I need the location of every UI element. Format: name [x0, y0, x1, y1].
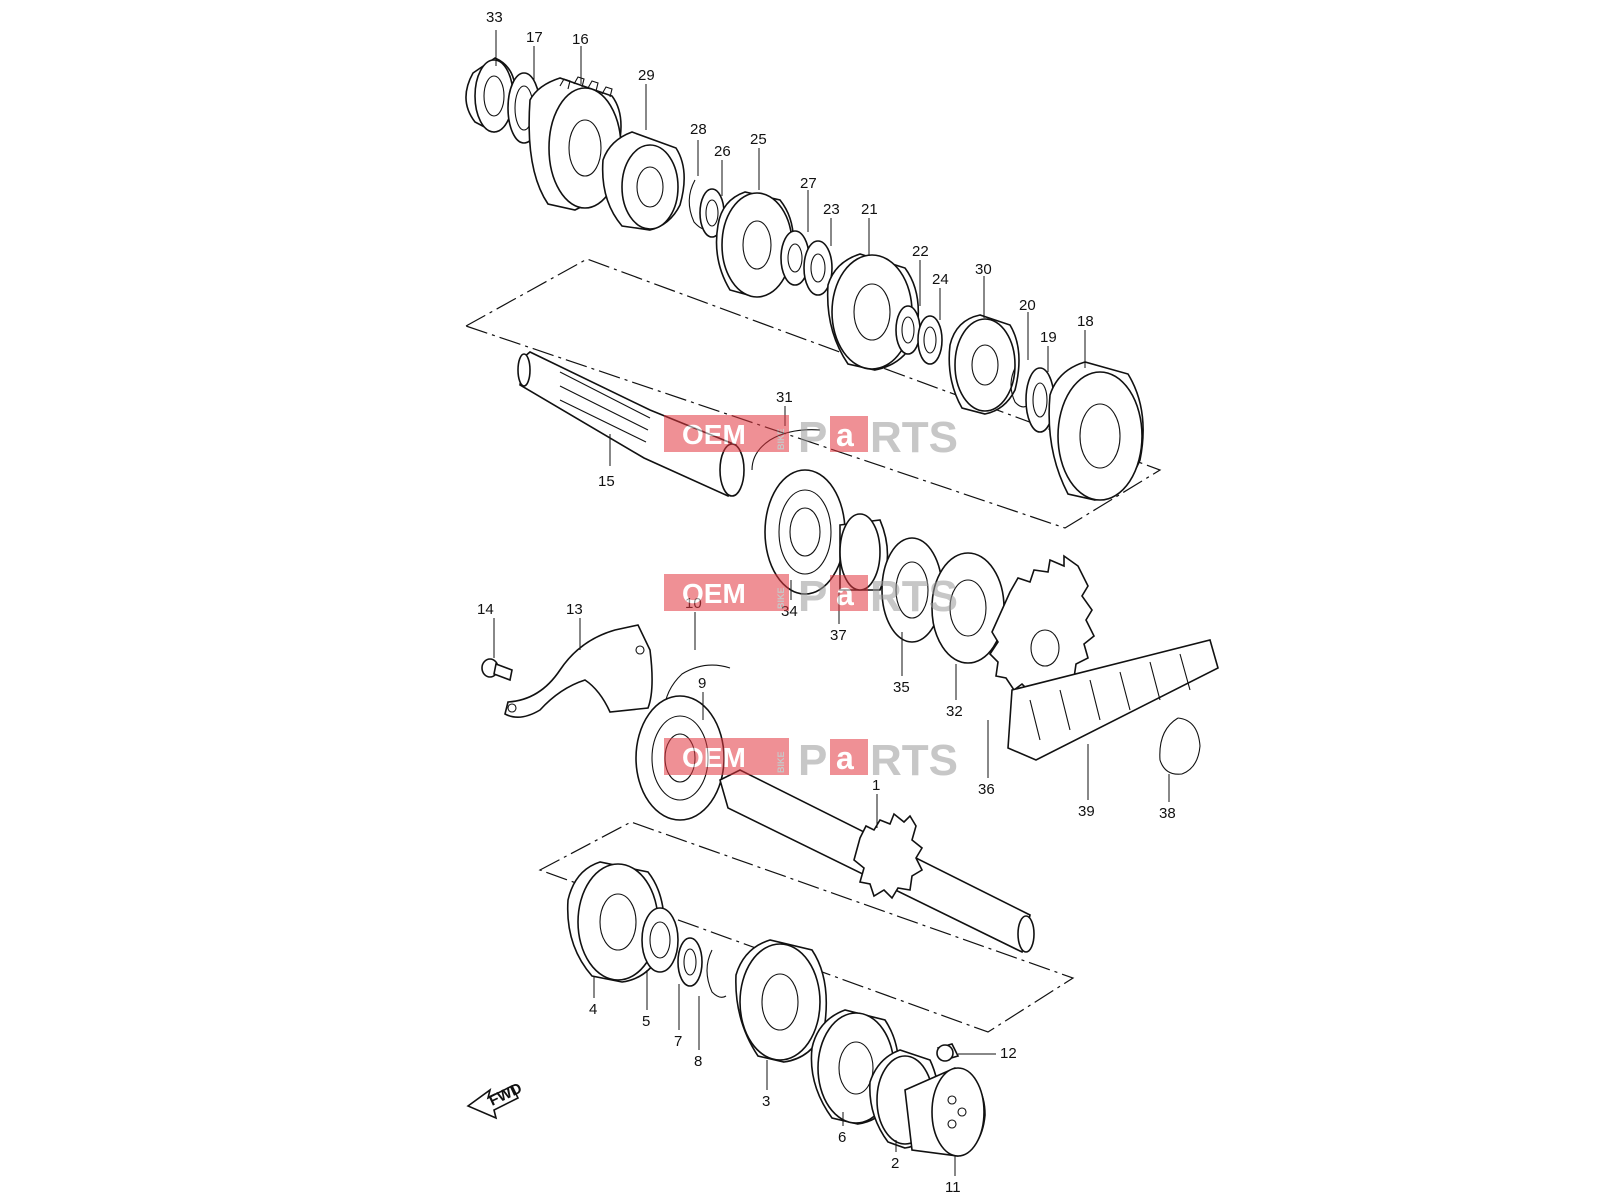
callout-7: 7 — [674, 1033, 682, 1050]
watermark-a: a — [836, 576, 854, 612]
part-12-pin[interactable] — [936, 1043, 960, 1062]
callout-35: 35 — [893, 679, 910, 696]
callout-1: 1 — [872, 777, 880, 794]
watermark-bike: BIKE — [776, 428, 786, 450]
leader-lines — [493, 30, 1170, 1176]
callout-29: 29 — [638, 67, 655, 84]
upper-shaft-group-outline — [464, 258, 1162, 529]
watermark-bike: BIKE — [776, 751, 786, 773]
watermark-rts: RTS — [870, 572, 958, 621]
part-11-cam-collar[interactable] — [904, 1067, 986, 1157]
callout-14: 14 — [477, 601, 494, 618]
part-24-bushing[interactable] — [917, 315, 943, 365]
callout-30: 30 — [975, 261, 992, 278]
part-34-bearing[interactable] — [764, 469, 846, 595]
callout-17: 17 — [526, 29, 543, 46]
part-30-gear[interactable] — [948, 314, 1020, 415]
watermark-rts: RTS — [870, 736, 958, 785]
callout-23: 23 — [823, 201, 840, 218]
watermark-oem: OEM — [682, 742, 746, 773]
callout-20: 20 — [1019, 297, 1036, 314]
part-23-lockwasher[interactable] — [803, 240, 833, 296]
part-20-circlip[interactable] — [1010, 367, 1029, 408]
part-13-bracket[interactable] — [504, 624, 653, 718]
callout-labels: 33 17 16 29 28 26 25 27 23 21 22 24 30 2… — [477, 9, 1176, 1196]
part-8-circlip[interactable] — [706, 949, 727, 998]
callout-27: 27 — [800, 175, 817, 192]
part-38-clip[interactable] — [1159, 717, 1201, 775]
part-15-countershaft[interactable] — [517, 351, 745, 498]
part-7-washer[interactable] — [677, 937, 703, 987]
callout-21: 21 — [861, 201, 878, 218]
callout-4: 4 — [589, 1001, 597, 1018]
callout-11: 11 — [945, 1179, 961, 1196]
watermark-a: a — [836, 417, 854, 453]
lower-shaft-group-outline — [538, 821, 1075, 1033]
callout-25: 25 — [750, 131, 767, 148]
part-25-gear[interactable] — [715, 191, 795, 298]
callout-5: 5 — [642, 1013, 650, 1030]
watermark-upper: OEM BIKE P a RTS — [664, 413, 958, 462]
part-36-sprocket[interactable] — [988, 554, 1096, 696]
fwd-label: FWD — [487, 1080, 525, 1110]
watermark-rts: RTS — [870, 413, 958, 462]
callout-36: 36 — [978, 781, 995, 798]
callout-3: 3 — [762, 1093, 770, 1110]
callout-18: 18 — [1077, 313, 1094, 330]
part-21-gear[interactable] — [826, 253, 920, 371]
watermark-oem: OEM — [682, 578, 746, 609]
watermark-middle: OEM BIKE P a RTS — [664, 572, 958, 621]
callout-33: 33 — [486, 9, 503, 26]
watermark-oem: OEM — [682, 419, 746, 450]
callout-31: 31 — [776, 389, 793, 406]
part-14-bolt[interactable] — [481, 658, 513, 682]
watermark-bike: BIKE — [776, 587, 786, 609]
callout-15: 15 — [598, 473, 615, 490]
part-4-gear[interactable] — [566, 861, 665, 983]
callout-19: 19 — [1040, 329, 1057, 346]
callout-22: 22 — [912, 243, 929, 260]
watermark-a: a — [836, 740, 854, 776]
part-33-bearing[interactable] — [465, 57, 517, 133]
watermark-p: P — [798, 413, 827, 462]
callout-12: 12 — [1000, 1045, 1017, 1062]
part-18-gear[interactable] — [1048, 361, 1144, 501]
part-5-bushing[interactable] — [641, 907, 679, 973]
callout-13: 13 — [566, 601, 583, 618]
part-39-drive-chain[interactable] — [1007, 639, 1219, 761]
callout-8: 8 — [694, 1053, 702, 1070]
watermark-p: P — [798, 736, 827, 785]
callout-16: 16 — [572, 31, 589, 48]
part-29-gear[interactable] — [601, 131, 685, 231]
callout-38: 38 — [1159, 805, 1176, 822]
watermark-p: P — [798, 572, 827, 621]
callout-9: 9 — [698, 675, 706, 692]
callout-39: 39 — [1078, 803, 1095, 820]
watermark-lower: OEM BIKE P a RTS — [664, 736, 958, 785]
callout-32: 32 — [946, 703, 963, 720]
callout-6: 6 — [838, 1129, 846, 1146]
callout-26: 26 — [714, 143, 731, 160]
part-3-gear[interactable] — [735, 939, 828, 1063]
part-22-washer[interactable] — [895, 305, 921, 355]
fwd-arrow-icon: FWD — [466, 1080, 525, 1120]
callout-2: 2 — [891, 1155, 899, 1172]
callout-37: 37 — [830, 627, 847, 644]
callout-24: 24 — [932, 271, 949, 288]
callout-28: 28 — [690, 121, 707, 138]
